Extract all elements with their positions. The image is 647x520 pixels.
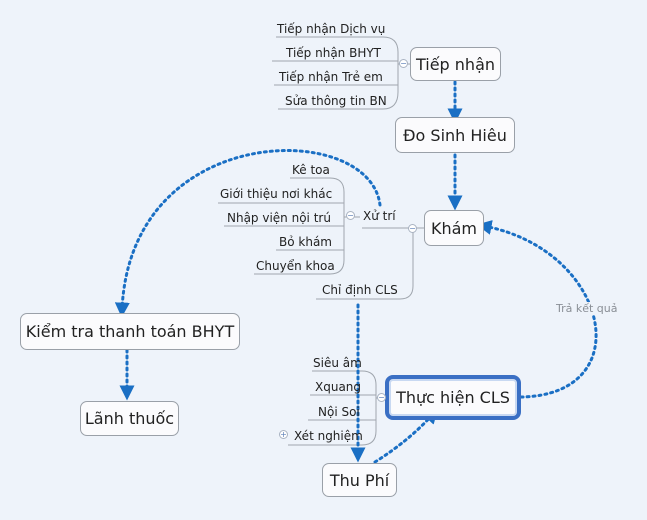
node-thu-phi[interactable]: Thu Phí (322, 463, 397, 497)
subtopic-chuyen-khoa[interactable]: Chuyển khoa (256, 259, 335, 273)
subtopic-xquang[interactable]: Xquang (315, 380, 362, 394)
subtopic-noi-soi[interactable]: Nội Soi (318, 405, 360, 419)
subtopic-bo-kham[interactable]: Bỏ khám (279, 235, 332, 249)
link-xu-tri-to-kiem-tra-bhyt (114, 149, 382, 318)
collapse-toggle-icon[interactable]: − (408, 224, 417, 233)
subtopic-ke-toa[interactable]: Kê toa (292, 163, 330, 177)
relationship-label-tra-ket-qua[interactable]: Trả kết quả (554, 302, 620, 315)
subtopic-sieu-am[interactable]: Siêu âm (313, 356, 362, 370)
subtopic-xet-nghiem[interactable]: Xét nghiệm (294, 429, 363, 443)
cls-branch-lines (288, 370, 388, 446)
collapse-toggle-icon[interactable]: − (377, 393, 386, 402)
subtopic-tiep-nhan-dich-vu[interactable]: Tiếp nhận Dịch vụ (277, 22, 386, 36)
node-thuc-hien-cls[interactable]: Thực hiện CLS (385, 375, 521, 420)
expand-toggle-icon[interactable]: + (279, 430, 288, 439)
collapse-toggle-icon[interactable]: − (346, 211, 355, 220)
subtopic-tiep-nhan-tre-em[interactable]: Tiếp nhận Trẻ em (279, 70, 383, 84)
subtopic-tiep-nhan-bhyt[interactable]: Tiếp nhận BHYT (286, 46, 382, 60)
subtopic-nhap-vien-noi-tru[interactable]: Nhập viện nội trú (227, 211, 331, 225)
node-do-sinh-hieu[interactable]: Đo Sinh Hiêu (395, 117, 515, 153)
collapse-toggle-icon[interactable]: − (399, 59, 408, 68)
subtopic-chi-dinh-cls[interactable]: Chỉ định CLS (322, 283, 398, 297)
subtopic-sua-thong-tin-bn[interactable]: Sửa thông tin BN (285, 94, 387, 108)
node-lanh-thuoc[interactable]: Lãnh thuốc (80, 401, 179, 436)
node-tiep-nhan[interactable]: Tiếp nhận (410, 47, 501, 81)
link-thuc-hien-cls-to-kham (476, 220, 598, 399)
node-kham[interactable]: Khám (424, 210, 484, 246)
link-thu-phi-to-thuc-hien-cls (373, 408, 438, 464)
relationship-links (114, 80, 598, 464)
subtopic-xu-tri[interactable]: Xử trí (363, 209, 396, 223)
node-kiem-tra-thanh-toan-bhyt[interactable]: Kiểm tra thanh toán BHYT (20, 313, 240, 350)
tiep-nhan-branch-lines (272, 36, 410, 110)
subtopic-gioi-thieu-noi-khac[interactable]: Giới thiệu nơi khác (220, 187, 333, 201)
